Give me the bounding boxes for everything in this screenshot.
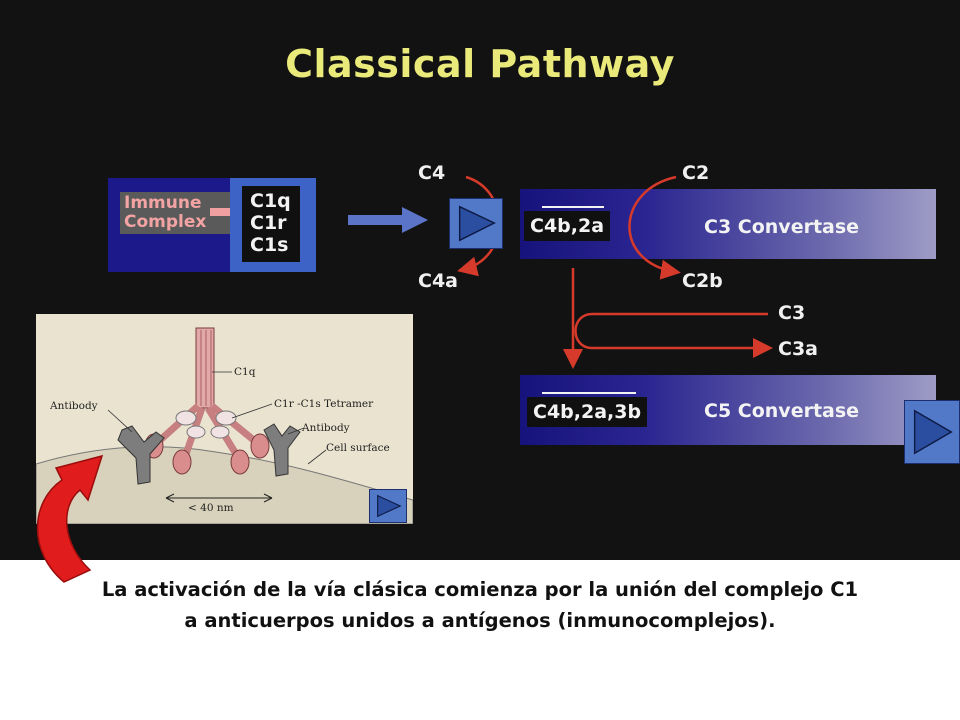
c5-convertase-label: C4b,2a,3b (527, 397, 648, 427)
immune-complex-line2: Complex (124, 212, 207, 232)
c4a-label: C4a (418, 270, 458, 292)
red-curved-arrow-icon (36, 454, 104, 583)
c3-convertase-label: C4b,2a (524, 211, 611, 241)
c1-components: C1q C1r C1s (242, 186, 300, 262)
c2b-label: C2b (682, 270, 723, 292)
c5-convertase-title: C5 Convertase (704, 400, 860, 422)
caption-line1: La activación de la vía clásica comienza… (101, 578, 859, 601)
c2-cleavage-arrow (628, 175, 681, 280)
caption-line2: a anticuerpos unidos a antígenos (inmuno… (184, 609, 776, 632)
c1-binding-figure: C1q C1r -C1s Tetramer Antibody Antibody … (36, 314, 413, 524)
next-button-right[interactable] (904, 400, 960, 464)
play-triangle-icon (458, 205, 496, 242)
c3-cleavage-arrow (574, 312, 773, 358)
overline-icon (542, 392, 636, 394)
play-triangle-icon (913, 409, 953, 455)
figure-label-tetramer: C1r -C1s Tetramer (274, 398, 374, 410)
immune-complex-line1: Immune (124, 193, 202, 213)
next-button-top[interactable] (449, 198, 503, 249)
blue-arrow-icon (348, 207, 428, 233)
c4-label: C4 (418, 162, 446, 184)
caption: La activación de la vía clásica comienza… (0, 574, 960, 636)
c3a-label: C3a (778, 338, 818, 360)
c1s-label: C1s (250, 234, 289, 256)
slide-canvas: Classical Pathway Immune Complex C1q C1r… (0, 0, 960, 560)
figure-next-button[interactable] (369, 489, 407, 523)
c1-binding-illustration (36, 327, 413, 524)
overline-icon (542, 206, 604, 208)
figure-label-antibody-right: Antibody (302, 422, 350, 434)
c3-label: C3 (778, 302, 806, 324)
play-triangle-icon (377, 494, 402, 518)
figure-label-antibody-left: Antibody (50, 400, 98, 412)
figure-label-c1q: C1q (234, 366, 256, 378)
slide-title: Classical Pathway (285, 42, 675, 86)
c1r-label: C1r (250, 212, 287, 234)
c1q-label: C1q (250, 190, 291, 212)
figure-label-cell-surface: Cell surface (326, 442, 390, 454)
c3-convertase-title: C3 Convertase (704, 216, 860, 238)
c2-label: C2 (682, 162, 710, 184)
figure-label-scale: < 40 nm (188, 502, 234, 514)
